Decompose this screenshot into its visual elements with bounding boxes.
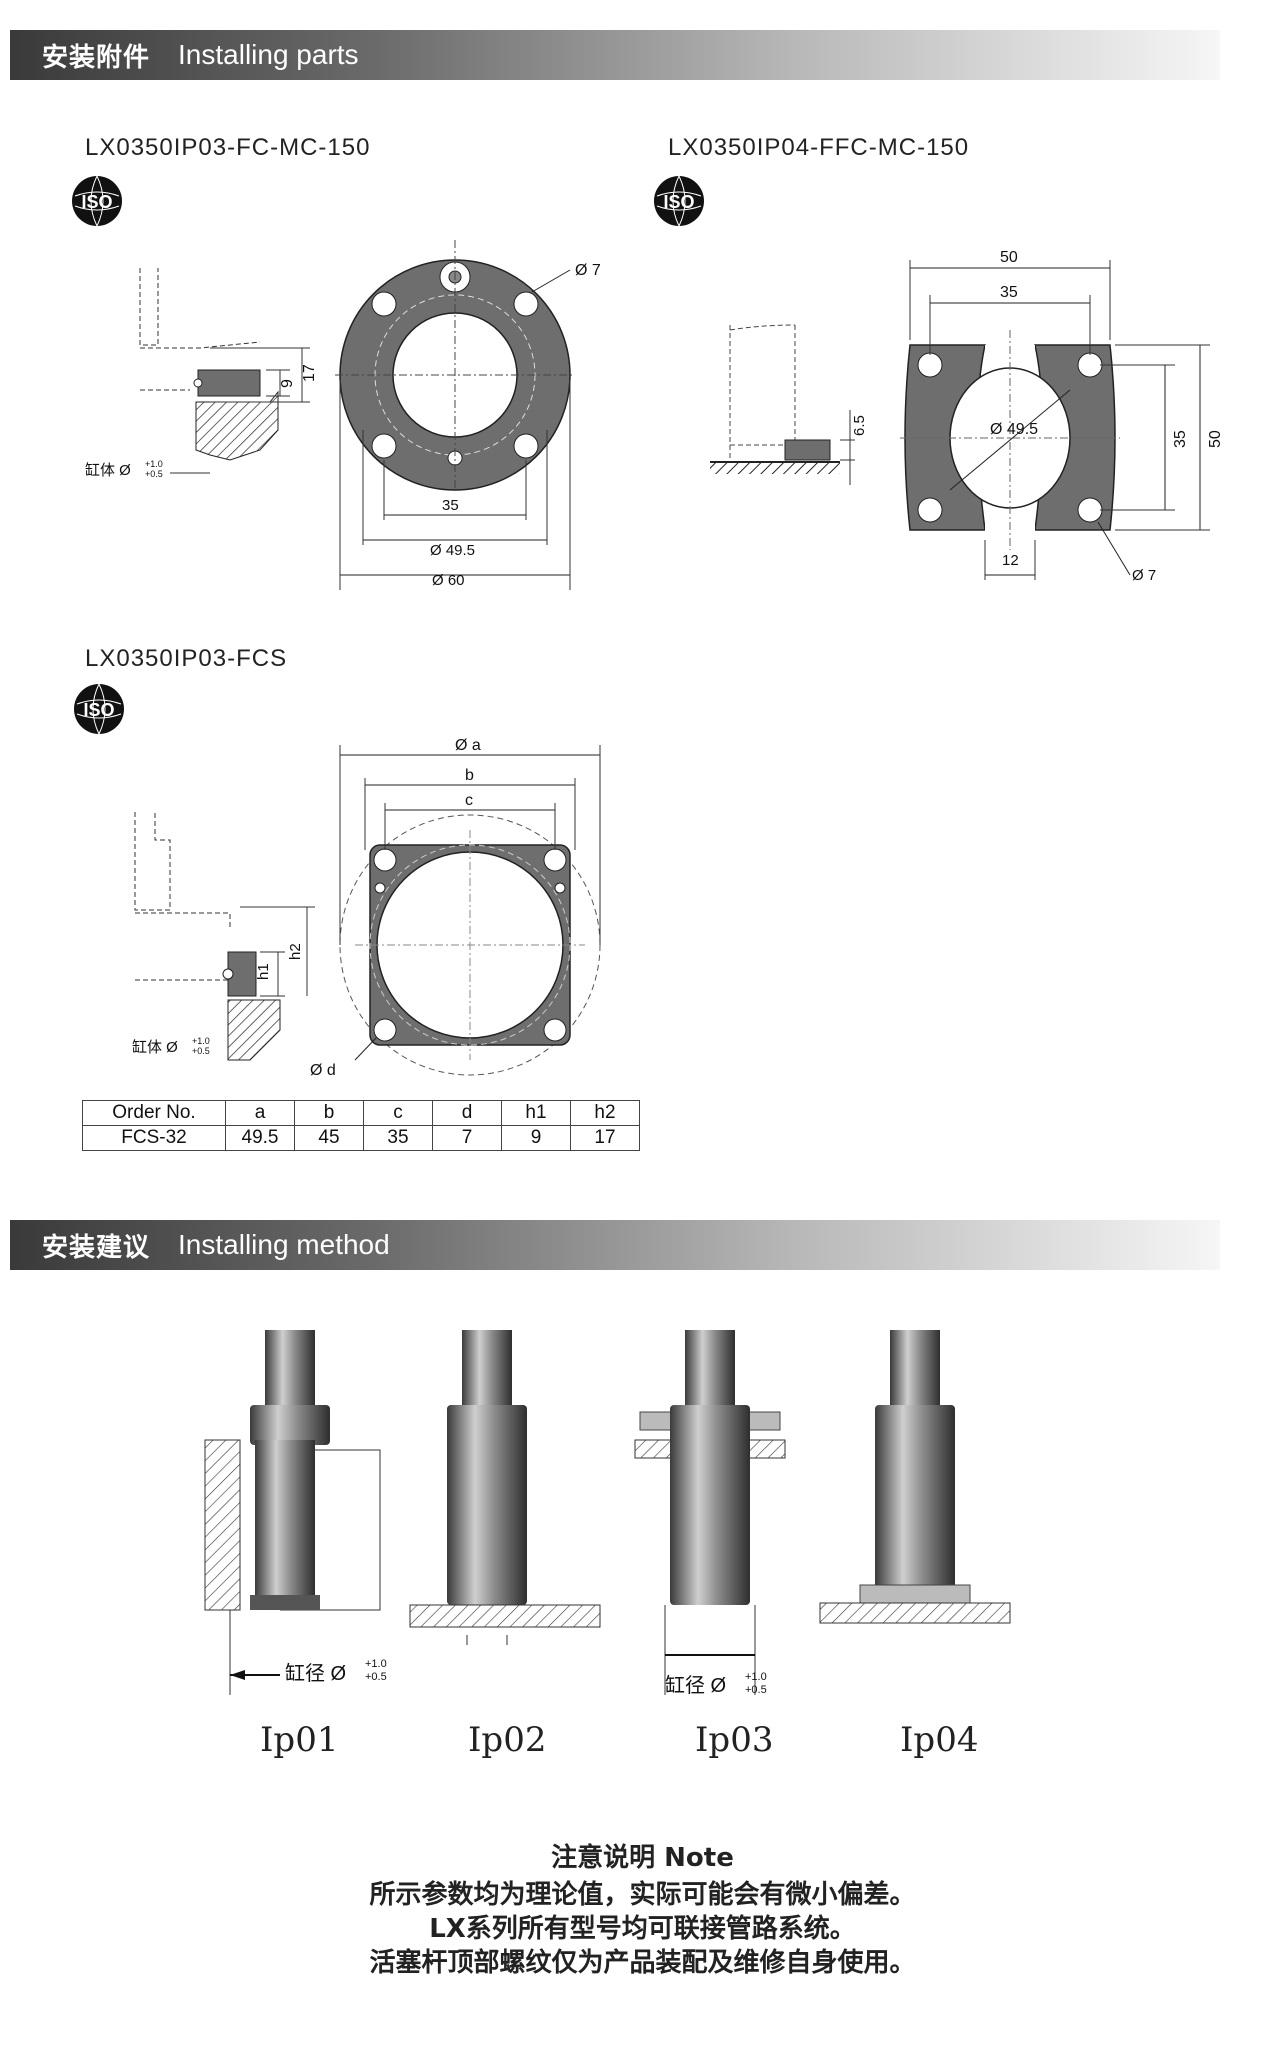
svg-text:b: b	[465, 767, 474, 784]
iso-icon: ISO	[74, 683, 124, 735]
svg-text:缸径 Ø: 缸径 Ø	[285, 1662, 346, 1685]
table-header: d	[432, 1100, 502, 1126]
svg-text:缸体 Ø: 缸体 Ø	[85, 461, 131, 479]
svg-text:35: 35	[1172, 430, 1189, 448]
part-title-fcs: LX0350IP03-FCS	[85, 645, 288, 672]
svg-text:+1.0: +1.0	[365, 1658, 387, 1670]
svg-text:+0.5: +0.5	[745, 1684, 767, 1696]
svg-text:ISO: ISO	[81, 192, 112, 212]
section-title-en: Installing parts	[178, 39, 359, 70]
note-title: 注意说明 Note	[551, 1843, 734, 1873]
svg-text:h1: h1	[255, 963, 272, 980]
svg-text:ISO: ISO	[663, 192, 694, 212]
table-cell: FCS-32	[82, 1125, 226, 1151]
note-line-2: LX系列所有型号均可联接管路系统。	[429, 1914, 856, 1944]
table-row: FCS-32 49.5 45 35 7 9 17	[82, 1125, 640, 1151]
svg-text:+0.5: +0.5	[192, 1046, 210, 1056]
fcs-drawing: h1 h2 缸体 Ø +1.0 +0.5 Ø a b c Ø d	[132, 737, 601, 1079]
svg-text:+0.5: +0.5	[145, 469, 163, 479]
svg-text:Ø 49.5: Ø 49.5	[430, 542, 475, 559]
svg-text:缸径 Ø: 缸径 Ø	[665, 1674, 726, 1697]
svg-text:缸体 Ø: 缸体 Ø	[132, 1038, 178, 1056]
note-line-1: 所示参数均为理论值，实际可能会有微小偏差。	[369, 1880, 916, 1910]
svg-text:12: 12	[1002, 552, 1019, 569]
svg-text:50: 50	[1000, 249, 1018, 266]
table-header: Order No.	[82, 1100, 226, 1126]
table-cell: 9	[501, 1125, 571, 1151]
section-title-en: Installing method	[178, 1229, 390, 1260]
part-title-fc: LX0350IP03-FC-MC-150	[85, 134, 371, 161]
table-header: h1	[501, 1100, 571, 1126]
svg-text:Ø 7: Ø 7	[575, 262, 601, 279]
svg-text:Ø 60: Ø 60	[432, 572, 465, 589]
svg-text:+0.5: +0.5	[365, 1671, 387, 1683]
table-cell: 17	[570, 1125, 640, 1151]
method-label-ip03: Ip03	[695, 1720, 774, 1760]
ffc-drawing: 6.5 Ø 49.5 50 35 35 50 12 Ø 7	[710, 249, 1224, 584]
method-label-ip02: Ip02	[468, 1720, 547, 1760]
table-header: c	[363, 1100, 433, 1126]
svg-text:9: 9	[279, 379, 296, 388]
note-line-3: 活塞杆顶部螺纹仅为产品装配及维修自身使用。	[369, 1948, 916, 1978]
iso-icon: ISO	[72, 175, 122, 227]
svg-text:Ø a: Ø a	[455, 737, 481, 754]
svg-text:+1.0: +1.0	[145, 459, 163, 469]
method-label-ip01: Ip01	[260, 1720, 339, 1760]
section-title-zh: 安装建议	[42, 1232, 151, 1263]
svg-text:35: 35	[442, 497, 459, 514]
method-ip04	[819, 1330, 1011, 1624]
section-banner-installing-parts: 安装附件 Installing parts	[10, 30, 1220, 80]
svg-text:c: c	[465, 792, 473, 809]
svg-text:Ø 7: Ø 7	[1132, 567, 1156, 584]
table-header: h2	[570, 1100, 640, 1126]
svg-text:17: 17	[301, 364, 318, 382]
svg-text:Ø d: Ø d	[310, 1062, 336, 1079]
table-header: a	[225, 1100, 295, 1126]
method-ip02	[409, 1330, 601, 1645]
method-ip03: 缸径 Ø +1.0 +0.5	[634, 1330, 786, 1697]
method-illustrations: 缸径 Ø +1.0 +0.5 缸径 Ø +1.0 +0.5	[204, 1330, 1011, 1697]
section-banner-installing-method: 安装建议 Installing method	[10, 1220, 1220, 1270]
svg-text:35: 35	[1000, 284, 1018, 301]
table-cell: 45	[294, 1125, 364, 1151]
table-cell: 49.5	[225, 1125, 295, 1151]
svg-text:+1.0: +1.0	[192, 1036, 210, 1046]
table-header: b	[294, 1100, 364, 1126]
table-cell: 7	[432, 1125, 502, 1151]
table-cell: 35	[363, 1125, 433, 1151]
method-ip01: 缸径 Ø +1.0 +0.5	[204, 1330, 387, 1695]
section-title-zh: 安装附件	[42, 42, 151, 73]
svg-text:50: 50	[1207, 430, 1224, 448]
fc-drawing: 9 17 缸体 Ø +1.0 +0.5 Ø 7 35 Ø 49.5 Ø 60	[85, 240, 601, 590]
part-title-ffc: LX0350IP04-FFC-MC-150	[668, 134, 970, 161]
svg-text:+1.0: +1.0	[745, 1671, 767, 1683]
svg-text:ISO: ISO	[83, 700, 114, 720]
table-header-row: Order No. a b c d h1 h2	[82, 1100, 640, 1126]
svg-text:Ø 49.5: Ø 49.5	[990, 421, 1038, 438]
svg-text:h2: h2	[287, 943, 304, 960]
method-label-ip04: Ip04	[900, 1720, 979, 1760]
iso-icon: ISO	[654, 175, 704, 227]
spec-table: Order No. a b c d h1 h2 FCS-32 49.5 45 3…	[82, 1100, 640, 1151]
svg-text:6.5: 6.5	[851, 415, 868, 436]
